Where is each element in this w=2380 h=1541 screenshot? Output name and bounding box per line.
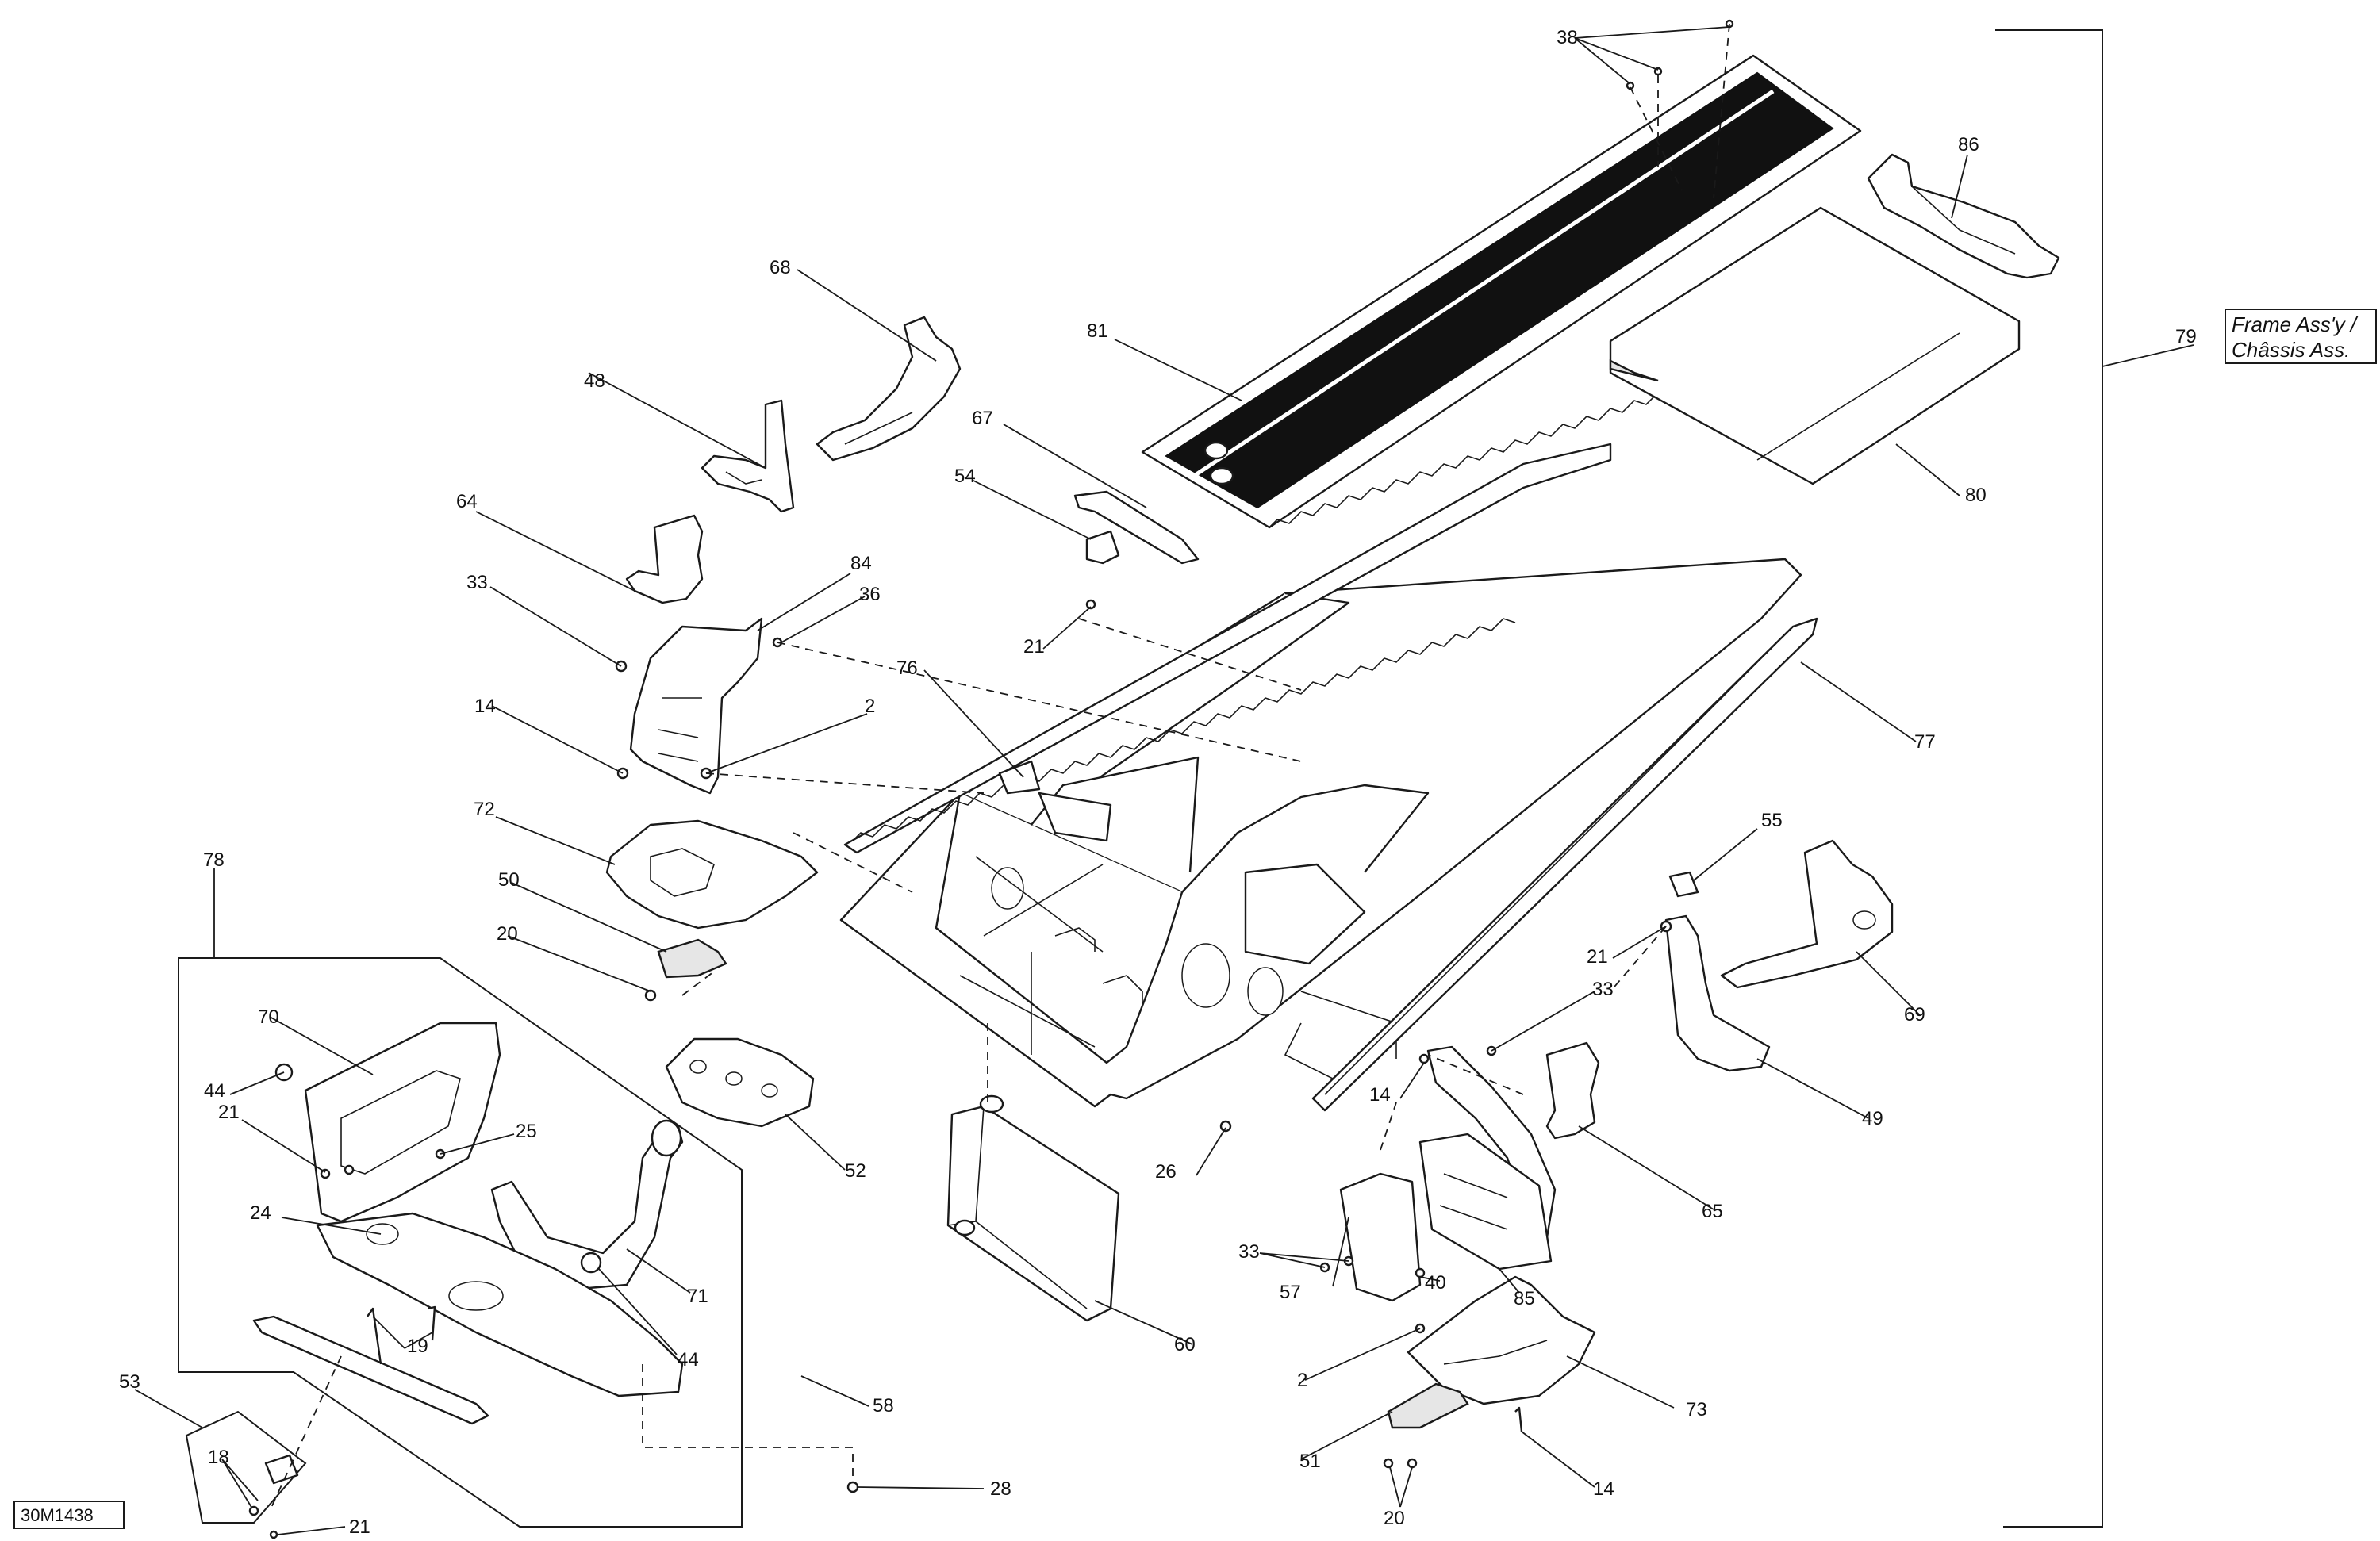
callout-14-c: 14: [1593, 1478, 1614, 1500]
bracket-54: [1085, 530, 1120, 565]
callout-25: 25: [516, 1121, 537, 1142]
callout-69: 69: [1904, 1004, 1925, 1025]
callout-52: 52: [845, 1160, 866, 1182]
subassembly-box-53: [185, 1410, 307, 1524]
drawing-code: 30M1438: [21, 1505, 94, 1525]
callout-21-c: 21: [218, 1102, 240, 1123]
skid-plate-52: [665, 1037, 815, 1128]
callout-78: 78: [203, 849, 225, 871]
callout-36: 36: [859, 584, 881, 605]
callout-18: 18: [208, 1447, 229, 1468]
callout-26: 26: [1155, 1161, 1177, 1183]
bracket-53: [264, 1454, 299, 1485]
bracket-70: [304, 1022, 501, 1223]
callout-55: 55: [1761, 810, 1783, 831]
callout-44-a: 44: [204, 1080, 225, 1102]
rail-77: [1311, 617, 1818, 1112]
callout-73: 73: [1686, 1399, 1707, 1420]
bracket-49: [1664, 914, 1771, 1072]
callout-14-b: 14: [1369, 1084, 1391, 1106]
callout-53: 53: [119, 1371, 140, 1393]
main-frame: [839, 558, 1802, 1108]
callout-20-a: 20: [497, 923, 518, 945]
subassembly-box-78: [178, 957, 743, 1528]
callout-44-b: 44: [678, 1349, 699, 1370]
bracket-64: [625, 514, 704, 604]
callout-19: 19: [407, 1336, 428, 1357]
rail-58: [252, 1315, 489, 1425]
callout-86: 86: [1958, 134, 1979, 155]
title-line-1: Frame Ass'y /: [2232, 312, 2359, 336]
rear-bracket-86: [1867, 153, 2060, 279]
footrest-57: [1339, 1133, 1553, 1302]
assembly-bracket-79: [1995, 29, 2103, 1528]
callout-57: 57: [1280, 1282, 1301, 1303]
callout-33-c: 33: [1238, 1241, 1260, 1263]
callout-68: 68: [770, 257, 791, 278]
callout-40: 40: [1425, 1272, 1446, 1294]
callout-72: 72: [474, 799, 495, 820]
bracket-72: [605, 819, 819, 930]
tunnel-top-81: [1141, 54, 1862, 529]
callout-28: 28: [990, 1478, 1012, 1500]
leader-lines: [134, 26, 2194, 1535]
callout-60: 60: [1174, 1334, 1196, 1355]
callout-58: 58: [873, 1395, 894, 1416]
callout-49: 49: [1862, 1108, 1883, 1129]
callout-67: 67: [972, 408, 993, 429]
callout-21-d: 21: [349, 1516, 370, 1538]
callout-24: 24: [250, 1202, 271, 1224]
bracket-48: [701, 399, 795, 513]
panel-80: [1609, 206, 2021, 485]
callout-71: 71: [687, 1286, 708, 1307]
callout-79: 79: [2175, 326, 2197, 347]
callout-65: 65: [1702, 1201, 1723, 1222]
title-line-2: Châssis Ass.: [2232, 338, 2350, 362]
bracket-55: [1668, 871, 1699, 898]
bracket-65: [1545, 1041, 1600, 1140]
assembly-lines: [269, 23, 1730, 1512]
callout-labels: 38 86 79 81 80 68 48 67 54 64 84 33 36 2…: [119, 27, 2197, 1538]
callout-14-a: 14: [474, 696, 496, 717]
callout-77: 77: [1914, 731, 1936, 753]
bracket-84: [629, 617, 763, 795]
bracket-51: [1387, 1382, 1469, 1429]
title-box: Frame Ass'y / Châssis Ass.: [2225, 309, 2377, 364]
callout-20-b: 20: [1384, 1508, 1405, 1529]
drawing-code-box: 30M1438: [13, 1501, 125, 1529]
callout-85: 85: [1514, 1288, 1535, 1309]
callout-48: 48: [584, 370, 605, 392]
callout-80: 80: [1965, 485, 1987, 506]
bracket-73: [1407, 1275, 1596, 1405]
callout-21-b: 21: [1587, 946, 1608, 968]
callout-84: 84: [850, 553, 872, 574]
callout-81: 81: [1087, 320, 1108, 342]
callout-76: 76: [896, 657, 918, 679]
bracket-68: [816, 316, 962, 462]
bracket-67: [1073, 490, 1200, 565]
callout-51: 51: [1299, 1451, 1321, 1472]
callout-38: 38: [1557, 27, 1578, 48]
ground-plate: [316, 1212, 684, 1397]
callout-33-b: 33: [1592, 979, 1614, 1000]
heat-exchanger-60: [946, 1094, 1120, 1322]
callout-70: 70: [258, 1006, 279, 1028]
bracket-69: [1720, 839, 1894, 989]
callout-64: 64: [456, 491, 478, 512]
bracket-50: [657, 938, 727, 979]
callout-21-a: 21: [1023, 636, 1045, 657]
callout-2-a: 2: [865, 696, 875, 717]
callout-50: 50: [498, 869, 520, 891]
callout-54: 54: [954, 466, 976, 487]
callout-2-b: 2: [1297, 1370, 1307, 1391]
callout-33-a: 33: [466, 572, 488, 593]
